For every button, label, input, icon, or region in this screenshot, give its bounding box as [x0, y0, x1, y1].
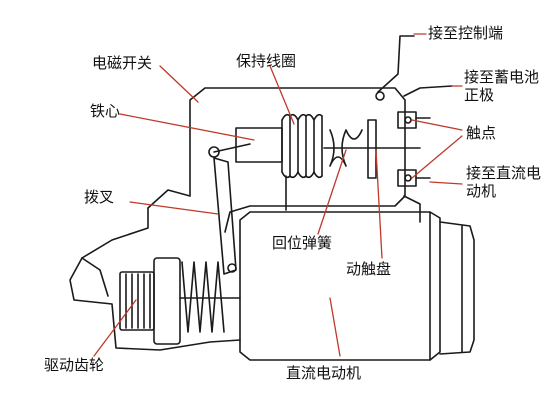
- leader-iron-core: [119, 113, 255, 141]
- label-dc-motor: 直流电动机: [286, 364, 362, 382]
- drive-gear: [119, 271, 155, 331]
- clutch: [153, 257, 181, 345]
- label-drive-gear: 驱动齿轮: [44, 356, 105, 374]
- label-shift-fork: 拨叉: [84, 188, 115, 206]
- drive-spring: [181, 261, 225, 333]
- leader-dc-motor-terminal: [429, 181, 463, 185]
- leader-contacts-b: [411, 135, 463, 179]
- motor-body: [239, 211, 441, 361]
- contact-upper: [397, 111, 417, 129]
- label-iron-core: 铁心: [90, 102, 121, 120]
- control-terminal-wire: [377, 35, 415, 93]
- motor-terminal-wire: [403, 195, 421, 223]
- leader-holding-coil: [269, 65, 295, 125]
- holding-coil: [281, 115, 323, 177]
- label-contacts: 触点: [466, 124, 497, 142]
- drive-housing: [69, 207, 241, 351]
- label-moving-contact-disc: 动触盘: [346, 260, 392, 278]
- label-electromagnetic-switch: 电磁开关: [92, 54, 153, 72]
- leader-contacts-a: [411, 119, 463, 131]
- label-to-dc-motor: 接至直流电动机: [466, 164, 542, 200]
- drive-nose: [81, 257, 109, 297]
- motor-end-cap: [439, 221, 475, 355]
- moving-contact-disc: [367, 119, 377, 179]
- leader-electromagnetic-switch: [159, 65, 199, 103]
- leader-contact-disc: [375, 149, 383, 259]
- leader-drive-gear: [93, 299, 137, 357]
- label-holding-coil: 保持线圈: [236, 52, 297, 70]
- battery-terminal-wire: [403, 85, 453, 97]
- label-return-spring: 回位弹簧: [272, 234, 333, 252]
- shift-fork: [213, 157, 237, 275]
- leader-return-spring: [317, 149, 347, 235]
- label-to-battery-positive: 接至蓄电池正极: [464, 68, 540, 104]
- return-spring: [329, 129, 363, 167]
- solenoid-housing: [147, 87, 406, 233]
- contact-lower: [397, 169, 417, 187]
- leader-shift-fork: [129, 201, 219, 215]
- label-to-control-terminal: 接至控制端: [428, 24, 504, 42]
- leader-dc-motor: [329, 297, 341, 357]
